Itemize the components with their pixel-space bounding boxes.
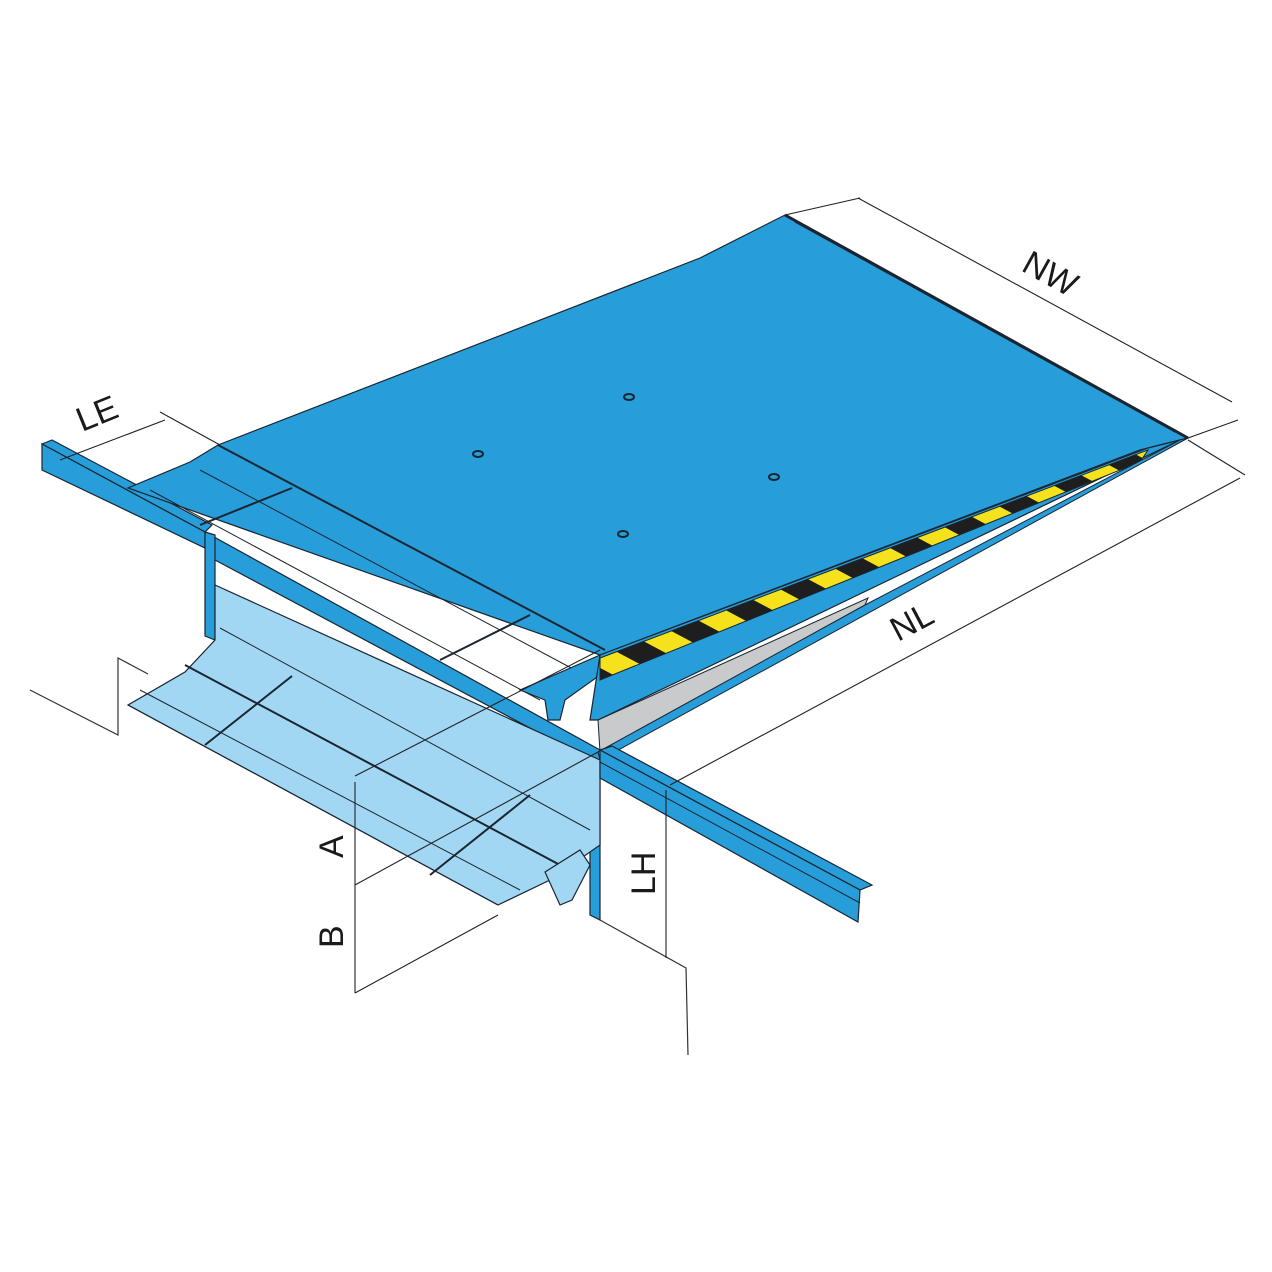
bolt-hole-icon <box>472 450 484 458</box>
bolt-hole-icon <box>768 473 780 481</box>
dimension-label-nw: NW <box>1016 244 1084 305</box>
side-skirt <box>589 437 1189 761</box>
dimension-label-le: LE <box>71 389 124 440</box>
dimension-label-nl: NL <box>884 595 940 649</box>
dimension-label-b: B <box>313 925 351 948</box>
platform-deck <box>126 213 1190 701</box>
right-curb-rail <box>598 745 874 923</box>
lip-hinge <box>518 654 601 721</box>
dimension-label-lh: LH <box>625 852 663 895</box>
left-curb-rail <box>40 439 213 549</box>
dimension-label-a: A <box>313 835 351 858</box>
bolt-hole-icon <box>623 393 635 401</box>
dimension-lines <box>59 197 1246 994</box>
lip-plate <box>126 584 601 906</box>
pit-outline <box>29 657 689 1056</box>
bolt-hole-icon <box>617 530 629 538</box>
